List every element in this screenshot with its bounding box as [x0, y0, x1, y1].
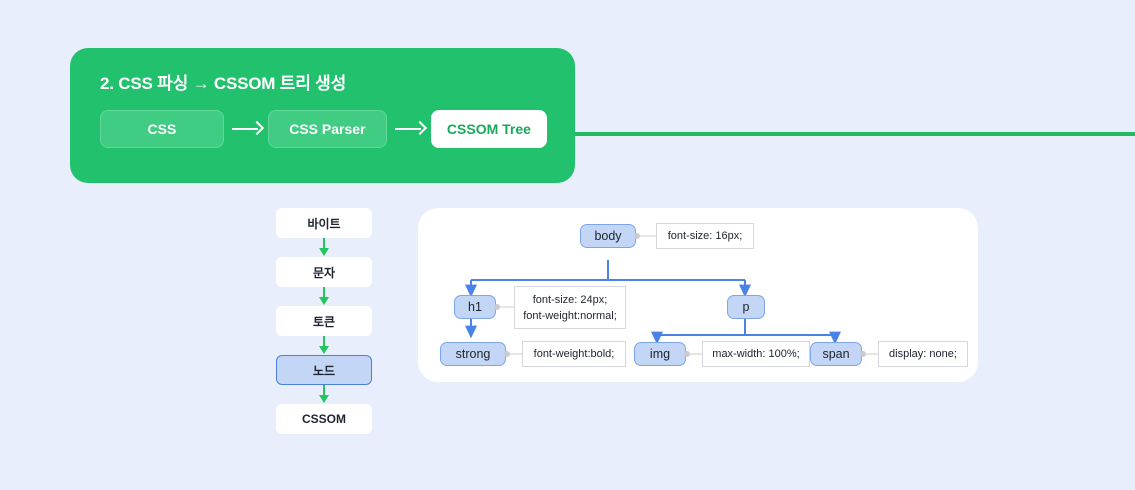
flow-step-cssom[interactable]: CSSOM	[276, 404, 372, 434]
flow-step-byte[interactable]: 바이트	[276, 208, 372, 238]
property-line: font-weight:normal;	[523, 309, 617, 322]
property-line: max-width: 100%;	[712, 348, 800, 360]
flow-arrow-down-icon	[276, 238, 372, 257]
property-line: font-size: 16px;	[667, 230, 743, 242]
tree-property-img: max-width: 100%;	[702, 341, 810, 367]
connector-dot	[504, 351, 510, 357]
arrow-right-icon	[387, 110, 431, 148]
banner-step-cssom-tree[interactable]: CSSOM Tree	[430, 110, 547, 148]
property-line: font-weight:bold;	[533, 348, 615, 360]
banner-step-css-parser[interactable]: CSS Parser	[267, 110, 387, 148]
tree-node-p[interactable]: p	[727, 295, 765, 319]
tree-edges	[465, 235, 878, 355]
banner-step-row: CSS CSS Parser CSSOM Tree	[100, 110, 547, 148]
flow-arrow-down-icon	[276, 287, 372, 306]
banner-title: 2. CSS 파싱 → CSSOM 트리 생성	[100, 74, 347, 93]
connector-dot	[860, 351, 866, 357]
connector-dot	[494, 304, 500, 310]
arrow-right-icon	[224, 110, 268, 148]
green-connector-line	[575, 132, 1135, 136]
tree-node-strong[interactable]: strong	[440, 342, 506, 366]
property-line: font-size: 24px;	[532, 293, 608, 306]
tree-property-span: display: none;	[878, 341, 968, 367]
tree-node-img[interactable]: img	[634, 342, 686, 366]
connector-dot	[634, 233, 640, 239]
cssom-tree: body h1 strong p img span font-size: 16p…	[418, 208, 978, 382]
flow-arrow-down-icon	[276, 385, 372, 404]
css-parsing-banner: 2. CSS 파싱 → CSSOM 트리 생성 CSS CSS Parser C…	[70, 48, 575, 183]
flow-step-token[interactable]: 토큰	[276, 306, 372, 336]
property-line: display: none;	[889, 348, 957, 360]
flow-step-character[interactable]: 문자	[276, 257, 372, 287]
tree-node-body[interactable]: body	[580, 224, 636, 248]
tree-property-h1: font-size: 24px; font-weight:normal;	[514, 286, 626, 329]
flow-step-node[interactable]: 노드	[276, 355, 372, 385]
connector-dot	[684, 351, 690, 357]
cssom-flow-column: 바이트 문자 토큰 노드 CSSOM	[276, 208, 372, 434]
flow-arrow-down-icon	[276, 336, 372, 355]
tree-node-span[interactable]: span	[810, 342, 862, 366]
tree-property-strong: font-weight:bold;	[522, 341, 626, 367]
tree-property-body: font-size: 16px;	[656, 223, 754, 249]
banner-step-css[interactable]: CSS	[100, 110, 224, 148]
tree-node-h1[interactable]: h1	[454, 295, 496, 319]
